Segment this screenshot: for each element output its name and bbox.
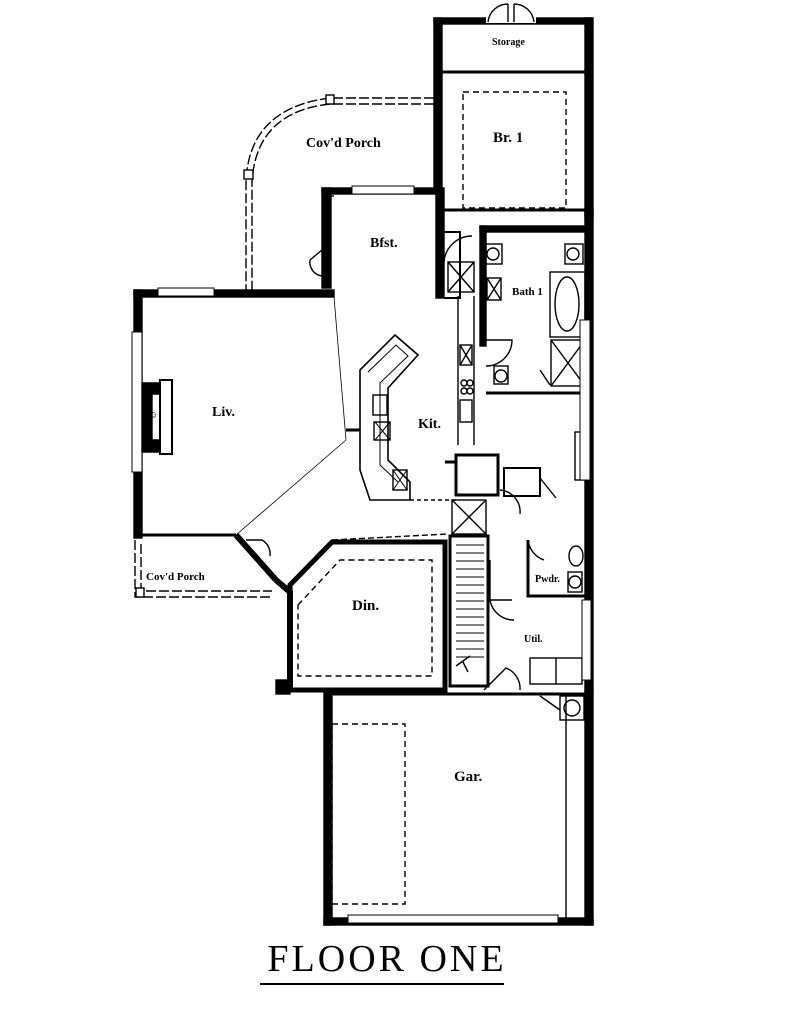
- svg-text:☺: ☺: [148, 410, 158, 421]
- lower-covered-porch: [134, 533, 293, 690]
- bedroom-1: [442, 91, 585, 212]
- storage-room: [433, 3, 594, 219]
- garage: [323, 689, 594, 926]
- bedroom-1-label: Br. 1: [493, 130, 523, 146]
- upper-porch-label: Cov'd Porch: [306, 136, 381, 151]
- stair-and-hall: [448, 467, 585, 721]
- title-underline: [260, 983, 504, 985]
- lower-porch-label: Cov'd Porch: [146, 571, 205, 583]
- breakfast-label: Bfst.: [370, 236, 398, 251]
- utility-label: Util.: [524, 634, 543, 645]
- breakfast-walls: [309, 185, 445, 299]
- living-room: ☺: [131, 287, 347, 539]
- right-exterior-wall: [579, 209, 594, 691]
- kitchen: [346, 231, 500, 501]
- dining-label: Din.: [352, 598, 379, 614]
- dining-room: [275, 533, 449, 695]
- powder-label: Pwdr.: [535, 574, 560, 585]
- upper-covered-porch: [243, 94, 434, 290]
- bath-1-label: Bath 1: [512, 286, 543, 298]
- kitchen-label: Kit.: [418, 417, 441, 432]
- bath-1: [479, 225, 586, 481]
- living-label: Liv.: [212, 405, 235, 420]
- garage-label: Gar.: [454, 769, 482, 785]
- plan-title: FLOOR ONE: [267, 938, 507, 980]
- storage-label: Storage: [492, 37, 525, 48]
